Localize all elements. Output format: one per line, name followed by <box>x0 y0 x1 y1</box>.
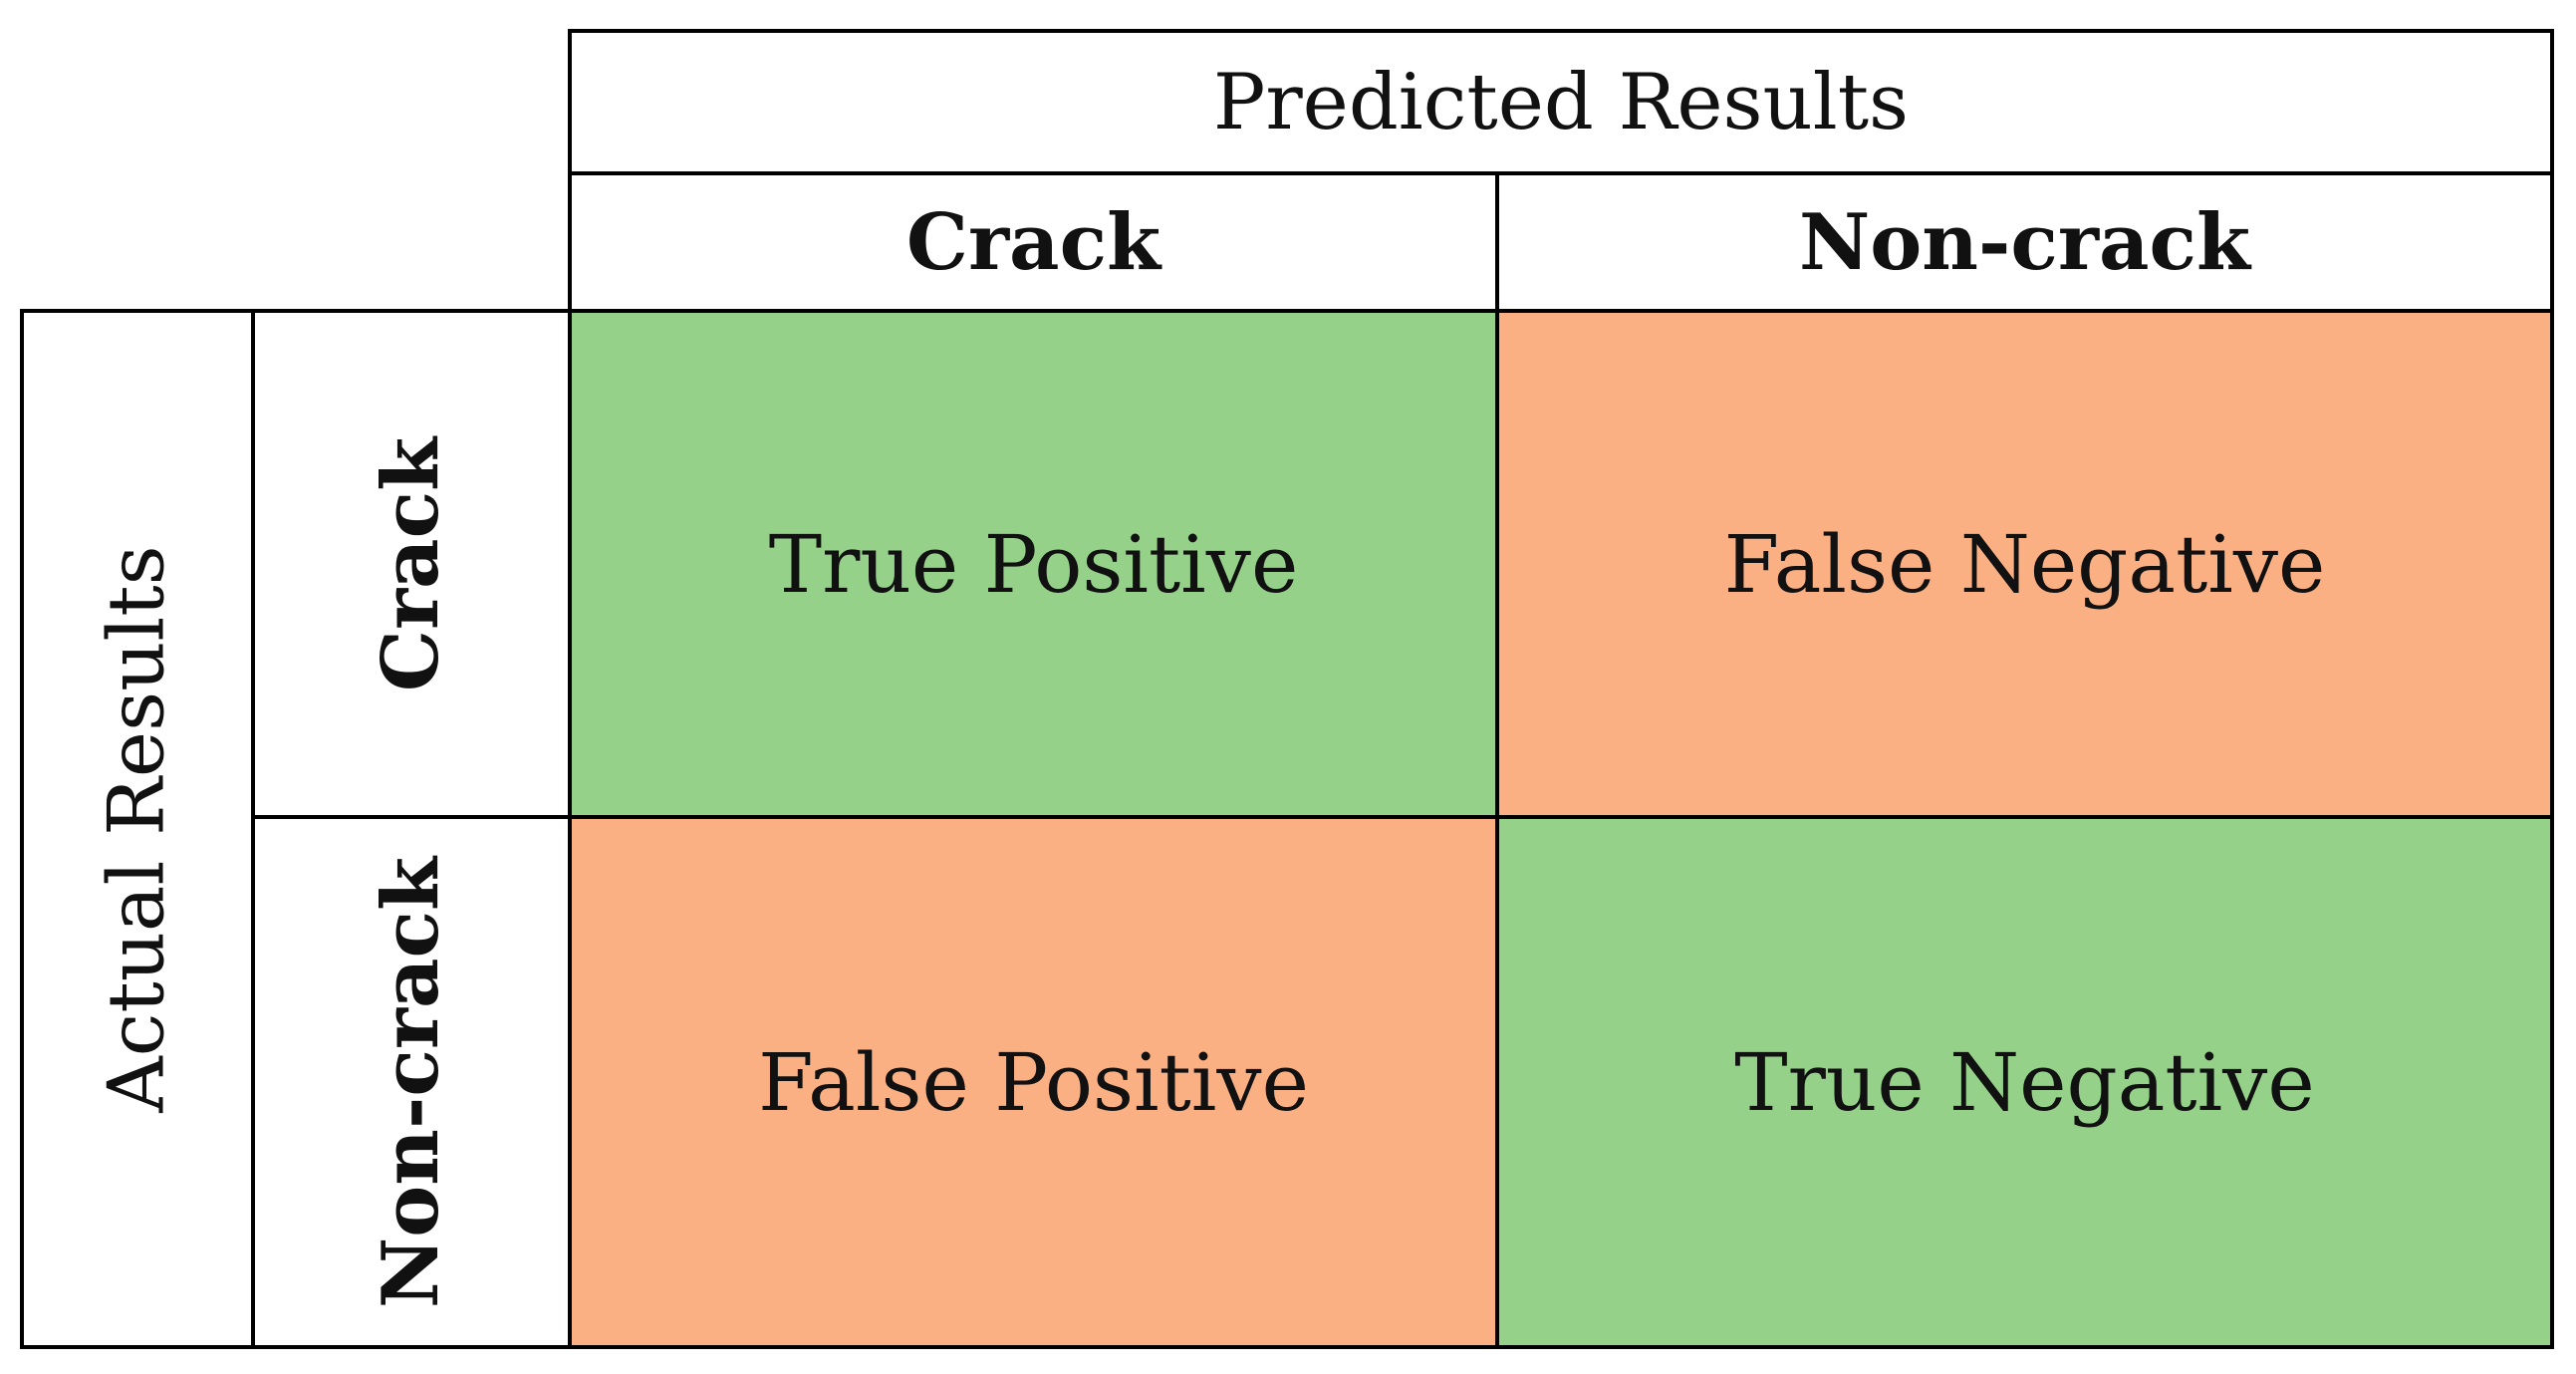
actual-results-label: Actual Results <box>93 545 182 1113</box>
row-header-non-crack-label: Non-crack <box>366 856 457 1308</box>
column-header-crack-label: Crack <box>905 196 1161 288</box>
cell-true-positive-label: True Positive <box>768 517 1299 611</box>
actual-results-header: Actual Results <box>20 309 255 1349</box>
cell-false-positive: False Positive <box>568 815 1499 1349</box>
cell-true-positive: True Positive <box>568 309 1499 819</box>
cell-false-negative: False Negative <box>1495 309 2554 819</box>
row-header-crack-label: Crack <box>366 436 457 691</box>
cell-true-negative-label: True Negative <box>1734 1035 2315 1129</box>
column-header-crack: Crack <box>568 171 1499 313</box>
row-header-non-crack: Non-crack <box>251 815 572 1349</box>
column-header-non-crack: Non-crack <box>1495 171 2554 313</box>
cell-false-negative-label: False Negative <box>1723 517 2326 611</box>
predicted-results-label: Predicted Results <box>1212 57 1910 147</box>
row-header-crack: Crack <box>251 309 572 819</box>
cell-false-positive-label: False Positive <box>758 1035 1309 1129</box>
predicted-results-header: Predicted Results <box>568 29 2554 175</box>
cell-true-negative: True Negative <box>1495 815 2554 1349</box>
column-header-non-crack-label: Non-crack <box>1798 196 2251 288</box>
